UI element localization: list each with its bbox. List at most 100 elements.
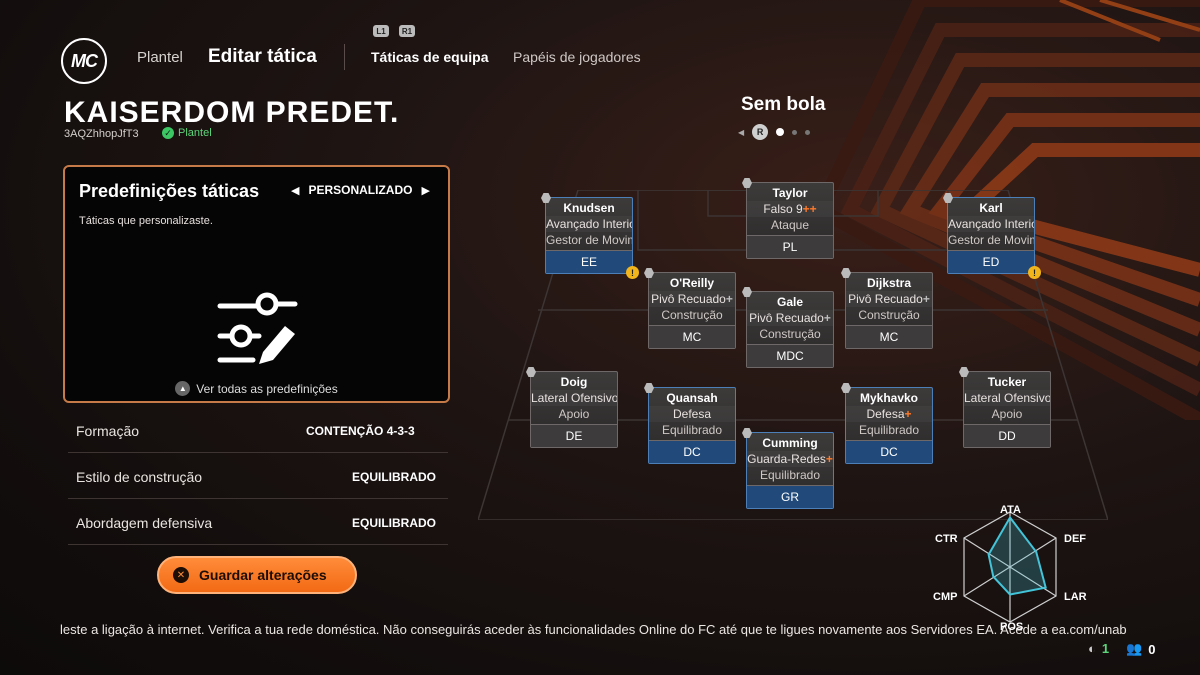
player-position: DD	[964, 424, 1050, 447]
chemistry-hex-icon	[841, 268, 851, 278]
chemistry-hex-icon	[541, 193, 551, 203]
warning-icon: !	[626, 266, 639, 279]
cross-button-icon: ✕	[173, 567, 189, 583]
radar-label-def: DEF	[1064, 533, 1086, 545]
online-count: 1	[1101, 641, 1110, 656]
role-plus-icon: +	[825, 452, 833, 466]
friends-count: 0	[1148, 641, 1156, 657]
radar-label-cmp: CMP	[933, 591, 958, 603]
nav-editar-tatica[interactable]: Editar tática	[208, 46, 317, 67]
player-focus: Gestor de Movimento	[546, 233, 632, 247]
save-changes-button[interactable]: ✕ Guardar alterações	[157, 556, 357, 594]
presets-description: Táticas que personalizaste.	[79, 215, 213, 227]
player-position: ED	[948, 250, 1034, 273]
tab-taticas-de-equipa[interactable]: Táticas de equipa	[371, 49, 489, 65]
pitch-mode-title: Sem bola	[741, 94, 826, 115]
chemistry-hex-icon	[742, 178, 752, 188]
setting-label: Formação	[76, 423, 140, 439]
player-position: MC	[846, 325, 932, 348]
player-position: DC	[649, 440, 735, 463]
player-position: EE	[546, 250, 632, 273]
role-plus-icon: +	[823, 311, 831, 325]
setting-value: 4-3-3 CONTENÇÃO	[306, 424, 415, 438]
warning-icon: !	[1028, 266, 1041, 279]
background-pattern	[640, 0, 1200, 420]
player-focus: Ataque	[770, 218, 810, 232]
online-status: ◐ 1	[1088, 641, 1109, 656]
setting-label: Abordagem defensiva	[76, 515, 213, 531]
player-focus: Equilibrado	[858, 423, 920, 437]
tactical-presets-panel[interactable]: Predefinições táticas ◀ PERSONALIZADO ▶ …	[63, 165, 450, 403]
player-name: Quansah	[666, 391, 718, 405]
setting-formacao[interactable]: Formação 4-3-3 CONTENÇÃO	[68, 408, 448, 453]
pager-dot	[805, 129, 811, 135]
player-role: Defesa+	[846, 406, 932, 422]
setting-value: EQUILIBRADO	[352, 470, 436, 484]
setting-abordagem-defensiva[interactable]: Abordagem defensiva EQUILIBRADO	[68, 500, 448, 545]
pager-dot	[776, 128, 785, 136]
pitch-pager[interactable]: ◀ R	[738, 124, 811, 140]
arrow-right-icon[interactable]: ▶	[421, 184, 430, 197]
radar-label-pos: POS	[1000, 621, 1024, 633]
preset-selector[interactable]: ◀ PERSONALIZADO ▶	[291, 183, 430, 197]
tab-papeis-de-jogadores[interactable]: Papéis de jogadores	[513, 49, 641, 65]
player-name: Gale	[776, 295, 803, 309]
player-focus: Equilibrado	[759, 468, 821, 482]
radar-label-ata: ATA	[1000, 504, 1021, 516]
setting-value: EQUILIBRADO	[352, 516, 436, 530]
friends-icon: 👥	[1126, 641, 1143, 656]
team-status-label: Plantel	[178, 127, 212, 139]
logo-text: MC	[71, 50, 98, 71]
pager-dot	[792, 129, 798, 135]
player-role: Lateral Ofensivo+	[964, 390, 1050, 406]
player-role: Falso 9++	[747, 201, 833, 217]
player-position: MDC	[747, 344, 833, 367]
l1-button-icon[interactable]: L1	[373, 25, 389, 37]
r1-button-icon[interactable]: R1	[399, 25, 415, 37]
player-role: Avançado Interior	[546, 216, 632, 232]
player-position: PL	[747, 235, 833, 258]
player-focus: Apoio	[558, 407, 590, 421]
player-name: Doig	[560, 375, 588, 389]
radar-label-ctr: CTR	[935, 533, 958, 545]
triangle-button-icon: ▲	[175, 381, 191, 396]
team-id: 3AQZhhopJfT3	[64, 128, 139, 140]
r-button-icon[interactable]: R	[752, 124, 769, 140]
player-focus: Equilibrado	[661, 423, 723, 437]
player-role: Pivô Recuado+	[747, 310, 833, 326]
friends-status: 👥 0	[1126, 641, 1155, 657]
role-plus-icon: +	[904, 407, 912, 421]
save-changes-label: Guardar alterações	[199, 567, 327, 583]
player-role: Guarda-Redes+	[747, 451, 833, 467]
view-all-presets[interactable]: ▲ Ver todas as predefinições	[65, 381, 448, 396]
player-focus: Construção	[858, 308, 920, 322]
chemistry-hex-icon	[644, 268, 654, 278]
player-position: MC	[649, 325, 735, 348]
role-plus-icon: ++	[802, 202, 817, 216]
player-role: Lateral Ofensivo+	[531, 390, 617, 406]
player-position: DE	[531, 424, 617, 447]
player-name: Knudsen	[563, 201, 615, 215]
arrow-left-icon[interactable]: ◀	[291, 184, 300, 197]
pager-left-icon: ◀	[738, 127, 745, 137]
role-plus-icon: +	[922, 292, 930, 306]
player-focus: Gestor de Movimento	[948, 233, 1034, 247]
chemistry-hex-icon	[841, 383, 851, 393]
player-name: O'Reilly	[669, 276, 715, 290]
nav-divider	[344, 44, 345, 70]
player-role: Pivô Recuado+	[649, 291, 735, 307]
player-name: Karl	[979, 201, 1003, 215]
nav-plantel[interactable]: Plantel	[137, 49, 183, 66]
setting-estilo-construcao[interactable]: Estilo de construção EQUILIBRADO	[68, 454, 448, 499]
